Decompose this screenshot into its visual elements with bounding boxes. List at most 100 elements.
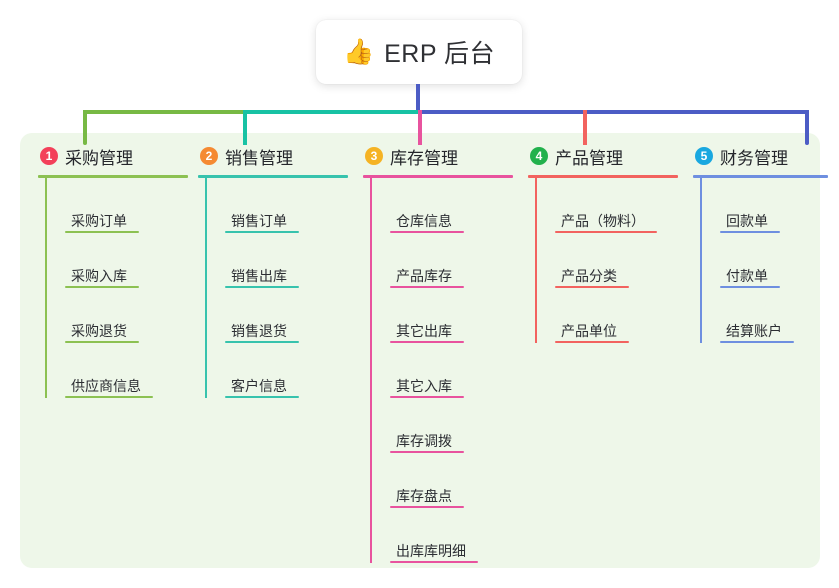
list-item-label: 付款单 <box>726 268 768 284</box>
list-item-rule <box>720 231 780 233</box>
column-title-2: 销售管理 <box>225 148 293 168</box>
column-title-5: 财务管理 <box>720 148 788 168</box>
list-item[interactable]: 其它入库 <box>390 343 513 398</box>
list-item-label: 仓库信息 <box>396 213 452 229</box>
list-item-label: 回款单 <box>726 213 768 229</box>
list-item[interactable]: 产品（物料） <box>555 178 678 233</box>
list-item-rule <box>390 341 464 343</box>
root-stem-connector <box>416 84 420 110</box>
column-spine-1 <box>45 178 47 398</box>
column-badge-2: 2 <box>200 147 218 165</box>
list-item-rule <box>390 451 464 453</box>
list-item-label: 采购入库 <box>71 268 127 284</box>
thumbs-up-icon: 👍 <box>342 37 375 66</box>
list-item-rule <box>390 561 478 563</box>
column-items-3: 仓库信息产品库存其它出库其它入库库存调拨库存盘点出库库明细 <box>370 178 513 563</box>
list-item-label: 其它入库 <box>396 378 452 394</box>
list-item-rule <box>390 506 464 508</box>
list-item-rule <box>555 286 629 288</box>
list-item-rule <box>65 341 139 343</box>
list-item-label: 产品分类 <box>561 268 617 284</box>
connector-drop-5 <box>805 110 809 145</box>
list-item-label: 销售出库 <box>231 268 287 284</box>
column-items-1: 采购订单采购入库采购退货供应商信息 <box>45 178 188 398</box>
column-header-rule-5 <box>693 175 828 178</box>
list-item-rule <box>225 396 299 398</box>
connector-segment-1 <box>83 110 247 114</box>
column-items-2: 销售订单销售出库销售退货客户信息 <box>205 178 348 398</box>
list-item[interactable]: 其它出库 <box>390 288 513 343</box>
list-item-rule <box>225 341 299 343</box>
connector-segment-2 <box>243 110 422 114</box>
column-1: 1 采购管理采购订单采购入库采购退货供应商信息 <box>38 143 188 398</box>
list-item-rule <box>65 231 139 233</box>
list-item[interactable]: 结算账户 <box>720 288 828 343</box>
list-item[interactable]: 付款单 <box>720 233 828 288</box>
column-header-rule-4 <box>528 175 678 178</box>
list-item[interactable]: 产品分类 <box>555 233 678 288</box>
connector-segment-3 <box>418 110 809 114</box>
list-item-rule <box>555 231 657 233</box>
column-title-1: 采购管理 <box>65 148 133 168</box>
list-item[interactable]: 销售出库 <box>225 233 348 288</box>
column-header-rule-3 <box>363 175 513 178</box>
list-item-label: 结算账户 <box>726 323 782 339</box>
list-item[interactable]: 供应商信息 <box>65 343 188 398</box>
column-badge-1: 1 <box>40 147 58 165</box>
list-item[interactable]: 仓库信息 <box>390 178 513 233</box>
list-item[interactable]: 采购订单 <box>65 178 188 233</box>
list-item[interactable]: 库存调拨 <box>390 398 513 453</box>
diagram-background-panel <box>20 133 820 568</box>
column-header-5[interactable]: 5 财务管理 <box>693 143 828 169</box>
column-header-1[interactable]: 1 采购管理 <box>38 143 188 169</box>
list-item[interactable]: 采购入库 <box>65 233 188 288</box>
connector-drop-3 <box>418 110 422 145</box>
list-item-label: 库存调拨 <box>396 433 452 449</box>
list-item-rule <box>390 396 464 398</box>
list-item-rule <box>555 341 629 343</box>
list-item-label: 销售退货 <box>231 323 287 339</box>
column-header-2[interactable]: 2 销售管理 <box>198 143 348 169</box>
list-item-rule <box>65 396 153 398</box>
list-item[interactable]: 客户信息 <box>225 343 348 398</box>
connector-drop-4 <box>583 110 587 145</box>
column-spine-4 <box>535 178 537 343</box>
list-item-label: 产品（物料） <box>561 213 645 229</box>
list-item-label: 出库库明细 <box>396 543 466 559</box>
list-item-label: 采购订单 <box>71 213 127 229</box>
root-node-card[interactable]: 👍 ERP 后台 <box>316 20 522 84</box>
list-item-label: 产品单位 <box>561 323 617 339</box>
column-badge-5: 5 <box>695 147 713 165</box>
list-item[interactable]: 产品单位 <box>555 288 678 343</box>
list-item[interactable]: 库存盘点 <box>390 453 513 508</box>
list-item-rule <box>720 341 794 343</box>
column-badge-3: 3 <box>365 147 383 165</box>
column-header-rule-1 <box>38 175 188 178</box>
list-item-label: 销售订单 <box>231 213 287 229</box>
column-title-3: 库存管理 <box>390 148 458 168</box>
column-items-5: 回款单付款单结算账户 <box>700 178 828 343</box>
list-item-rule <box>225 286 299 288</box>
list-item[interactable]: 销售订单 <box>225 178 348 233</box>
list-item-rule <box>390 286 464 288</box>
column-header-3[interactable]: 3 库存管理 <box>363 143 513 169</box>
column-badge-4: 4 <box>530 147 548 165</box>
list-item[interactable]: 采购退货 <box>65 288 188 343</box>
list-item-rule <box>225 231 299 233</box>
column-spine-3 <box>370 178 372 563</box>
column-2: 2 销售管理销售订单销售出库销售退货客户信息 <box>198 143 348 398</box>
list-item[interactable]: 出库库明细 <box>390 508 513 563</box>
list-item-label: 产品库存 <box>396 268 452 284</box>
connector-drop-2 <box>243 110 247 145</box>
root-node-title: ERP 后台 <box>384 40 496 68</box>
list-item-label: 供应商信息 <box>71 378 141 394</box>
list-item[interactable]: 回款单 <box>720 178 828 233</box>
list-item-rule <box>65 286 139 288</box>
list-item-label: 客户信息 <box>231 378 287 394</box>
list-item[interactable]: 销售退货 <box>225 288 348 343</box>
list-item[interactable]: 产品库存 <box>390 233 513 288</box>
column-3: 3 库存管理仓库信息产品库存其它出库其它入库库存调拨库存盘点出库库明细 <box>363 143 513 563</box>
list-item-label: 采购退货 <box>71 323 127 339</box>
